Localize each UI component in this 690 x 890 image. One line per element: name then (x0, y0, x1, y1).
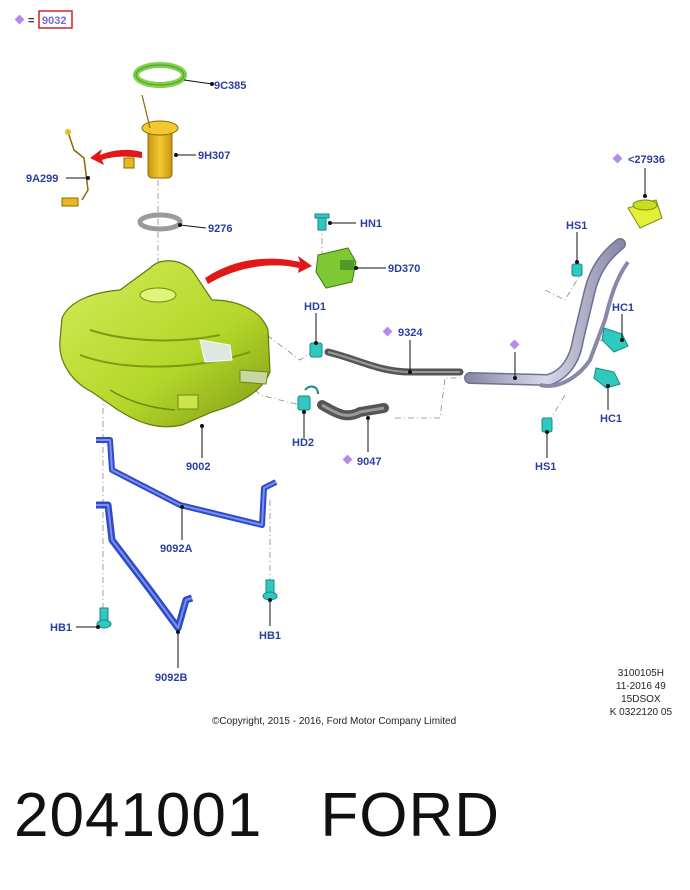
callout-9276: 9276 (208, 223, 232, 235)
callout-9092B: 9092B (155, 672, 187, 684)
filler-pipe (464, 238, 630, 388)
callout-9H307: 9H307 (198, 150, 230, 162)
clip-HS1-top (571, 263, 583, 277)
callout-HD1: HD1 (304, 301, 326, 313)
fuel-pump-9H307 (123, 94, 179, 179)
bolt-HB1-left (96, 607, 112, 629)
valve-9D370 (315, 247, 357, 289)
legend-equals: = (28, 15, 34, 27)
legend-code: 9032 (42, 15, 66, 27)
callout-9047: 9047 (357, 456, 381, 468)
callout-9092A: 9092A (160, 543, 192, 555)
fuel-tank-9002 (59, 260, 271, 428)
diamond-markers (342, 153, 623, 465)
clamp-HD2 (297, 385, 319, 411)
meta-line: 15DSOX (621, 694, 661, 705)
callout-HC1-bottom: HC1 (600, 413, 622, 425)
hose-9047 (317, 400, 389, 421)
meta-line: K 0322120 05 (609, 707, 672, 718)
diamond-icon (612, 153, 623, 164)
diamond-icon (382, 326, 393, 337)
clip-HC1-top (601, 327, 629, 353)
brand-name: FORD (320, 781, 501, 850)
callout-labels: 9C385 9H307 9A299 9276 HN1 9D370 <27936 … (26, 80, 665, 684)
diamond-icon (509, 339, 520, 350)
filler-cap-27936 (627, 199, 663, 229)
red-arrows (90, 149, 312, 284)
clip-HC1-bottom (593, 367, 621, 389)
callout-HD2: HD2 (292, 437, 314, 449)
callout-9324: 9324 (398, 327, 423, 339)
copyright-notice: ©Copyright, 2015 - 2016, Ford Motor Comp… (212, 716, 457, 727)
callout-HB1-right: HB1 (259, 630, 281, 642)
meta-line: 11-2016 49 (615, 681, 666, 692)
legend-code-box (38, 10, 73, 29)
leader-lines (66, 79, 646, 668)
callout-9A299: 9A299 (26, 173, 58, 185)
hose-9324 (324, 348, 464, 376)
clamp-HD1 (309, 342, 323, 358)
bolt-HB1-right (262, 579, 278, 601)
callout-HB1-left: HB1 (50, 622, 72, 634)
callout-9002: 9002 (186, 461, 210, 473)
screw-HN1 (314, 213, 330, 231)
callout-27936: <27936 (628, 154, 665, 166)
callout-HN1: HN1 (360, 218, 382, 230)
lock-ring-9C385 (133, 62, 187, 88)
callout-HS1-top: HS1 (566, 220, 587, 232)
part-number: 2041001 (14, 781, 263, 850)
clip-HS1-bottom (541, 417, 553, 433)
legend: = 9032 (14, 10, 73, 29)
fuel-sender-9A299 (61, 129, 89, 207)
callout-9D370: 9D370 (388, 263, 420, 275)
callout-HS1-bottom: HS1 (535, 461, 556, 473)
drawing-metadata: 3100105H 11-2016 49 15DSOX K 0322120 05 (610, 667, 672, 719)
legend-diamond-icon (14, 14, 25, 25)
bracket-9092B (96, 501, 194, 632)
meta-line: 3100105H (617, 668, 664, 679)
leader-dots (86, 82, 647, 634)
callout-HC1-top: HC1 (612, 302, 634, 314)
seal-9276 (137, 212, 183, 232)
fuel-system-diagram: = 9032 (14, 10, 665, 684)
diamond-icon (342, 454, 353, 465)
callout-9C385: 9C385 (214, 80, 246, 92)
part-caption: 2041001 FORD (14, 780, 558, 851)
bracket-9092A (96, 437, 278, 528)
